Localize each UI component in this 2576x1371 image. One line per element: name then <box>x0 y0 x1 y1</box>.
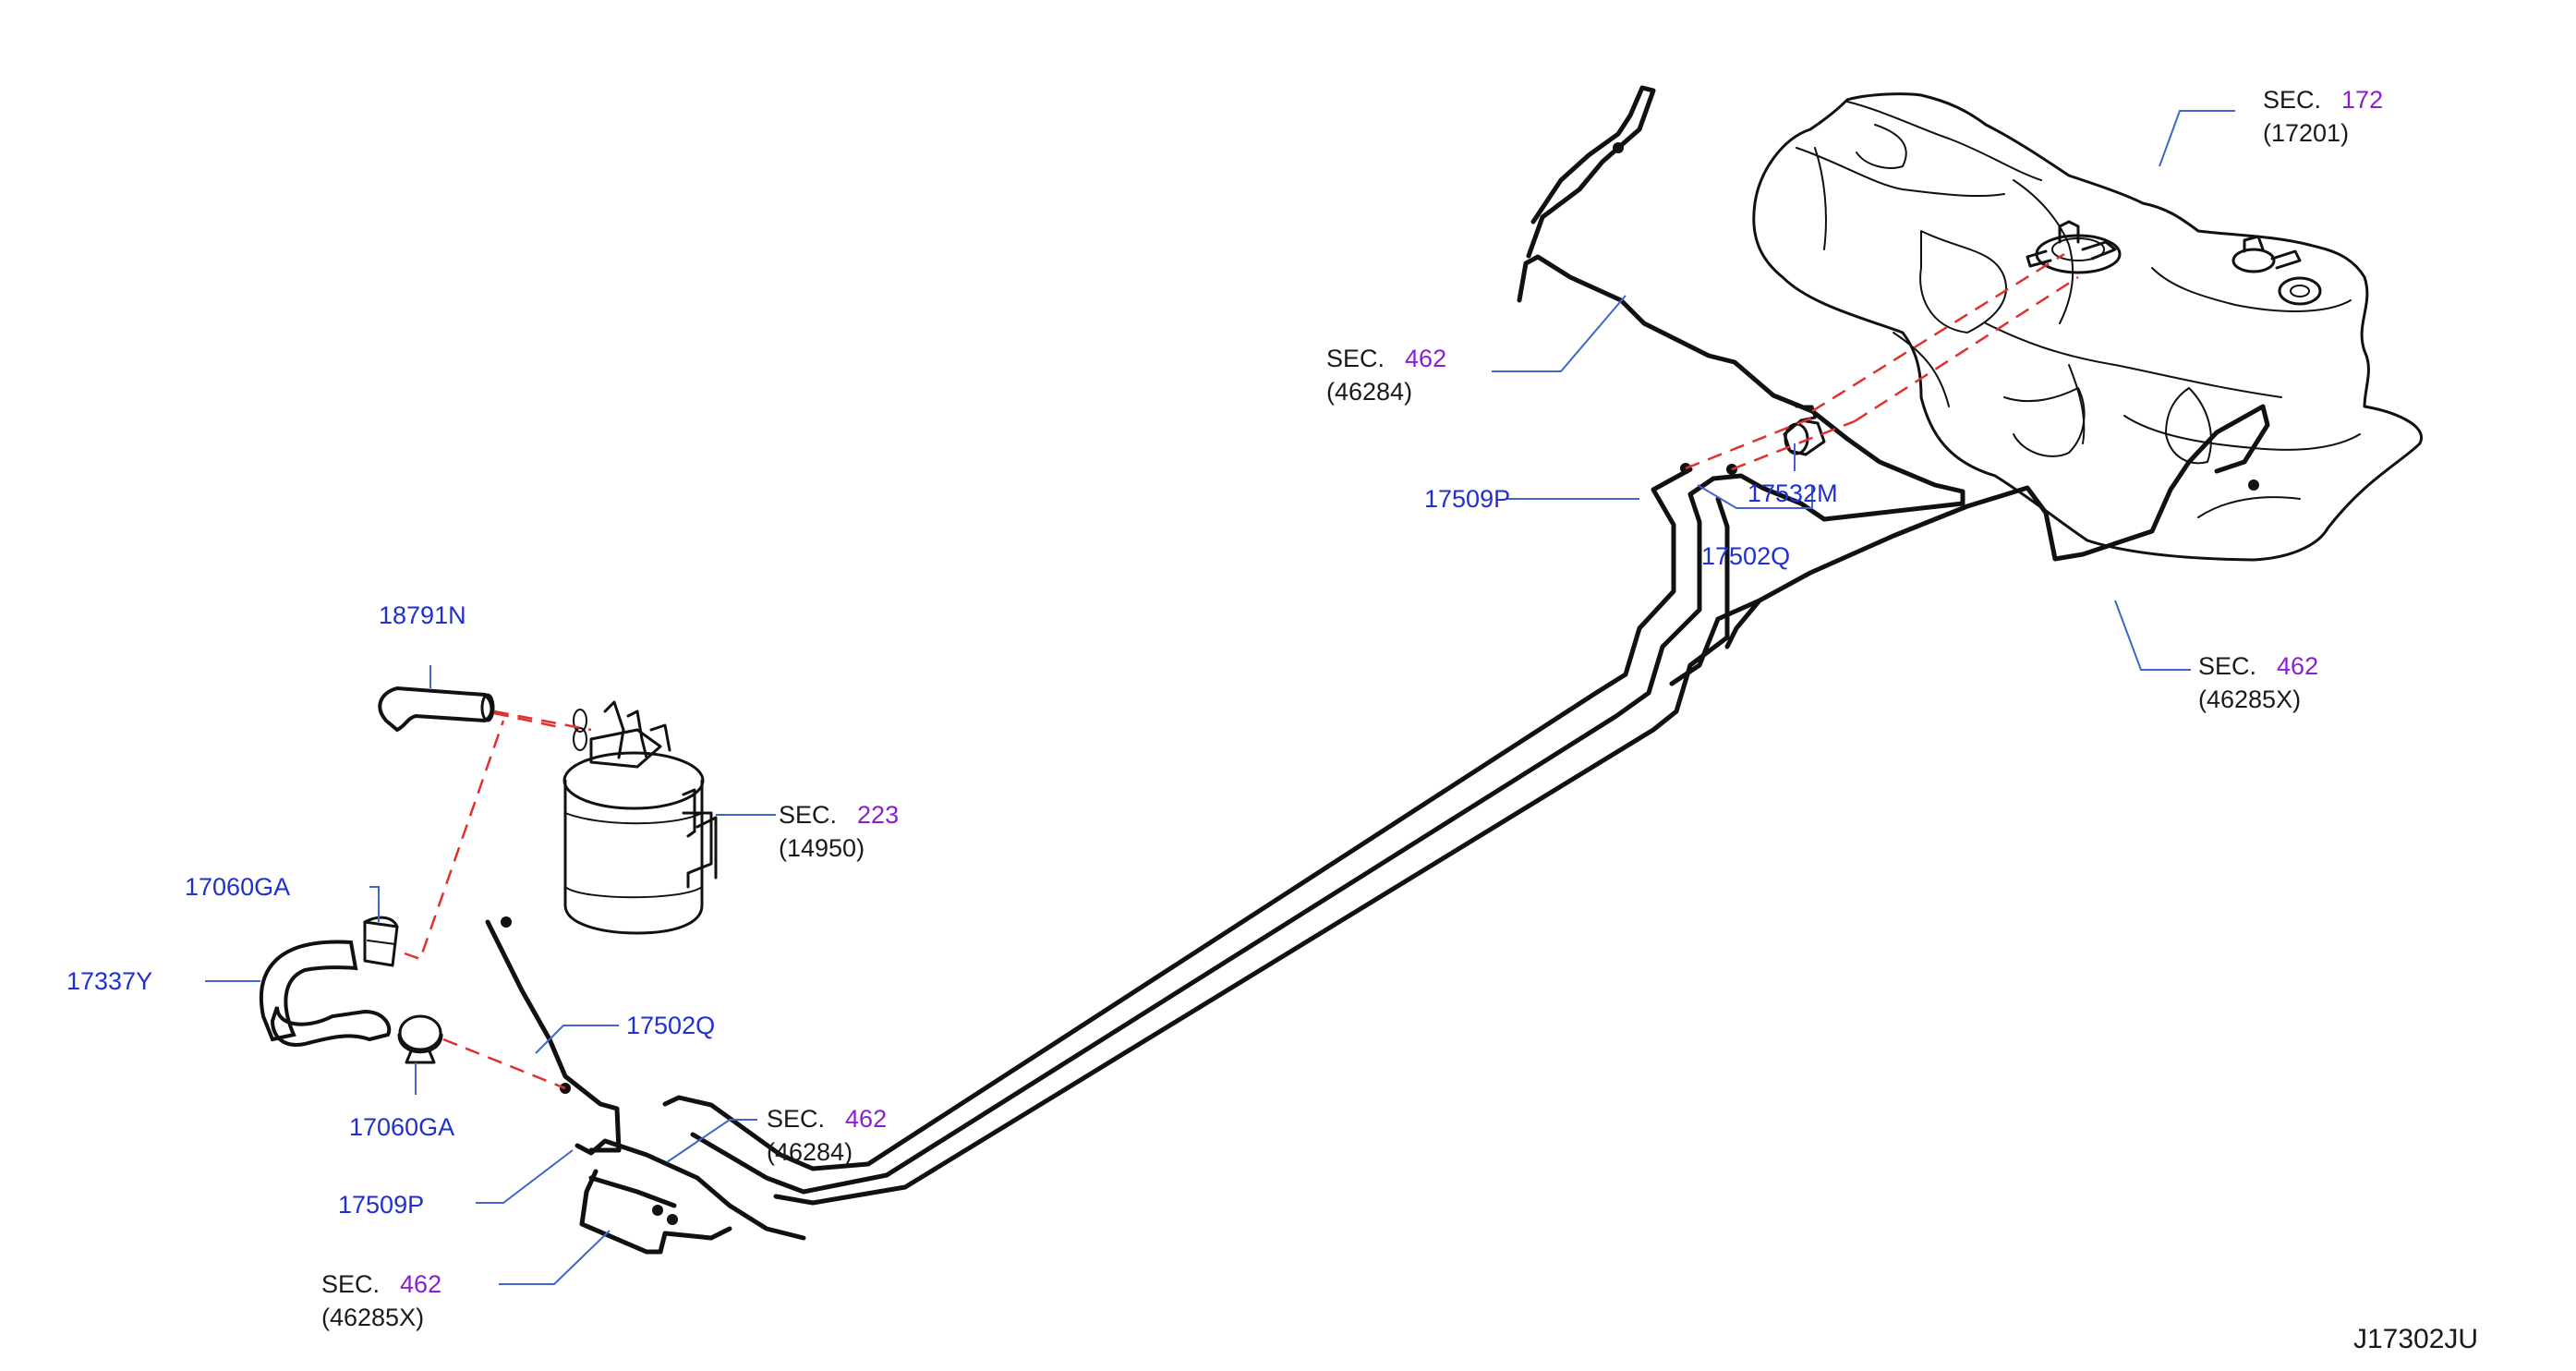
sec-462-bottom-a-label: SEC. 462 <box>767 1104 887 1134</box>
part-46284-top-label: (46284) <box>1326 378 1413 406</box>
part-18791N-label: 18791N <box>379 601 466 629</box>
upper-bracket-46284 <box>1517 85 1965 506</box>
part-17502Q-mid-label: 17502Q <box>626 1012 716 1039</box>
fuel-lines <box>662 463 1970 1206</box>
sender-port <box>2278 276 2322 306</box>
sec-462-tank-right-label: SEC. 462 <box>2198 651 2318 681</box>
sec-prefix: SEC. <box>1326 345 1385 372</box>
sec-prefix: SEC. <box>779 801 838 829</box>
part-17060GA-bottom-label: 17060GA <box>349 1113 455 1141</box>
pump-module <box>2026 220 2122 274</box>
part-17532M-label: 17532M <box>1748 479 1838 507</box>
clamp-17060GA-top <box>363 916 399 967</box>
leader-lines <box>205 110 2235 1285</box>
sec-number: 462 <box>400 1270 442 1298</box>
sec-number: 462 <box>1405 345 1447 372</box>
part-17509P-top-label: 17509P <box>1424 485 1511 513</box>
hose-17337Y <box>259 940 392 1047</box>
part-46285X-top-label: (46285X) <box>2198 686 2302 713</box>
sec-number: 462 <box>2277 652 2319 680</box>
sec-223-label: SEC. 223 <box>779 800 899 830</box>
sec-prefix: SEC. <box>2198 652 2257 680</box>
sec-prefix: SEC. <box>767 1105 826 1133</box>
part-17509P-bottom-label: 17509P <box>338 1191 425 1219</box>
sec-prefix: SEC. <box>2263 86 2322 114</box>
sec-number: 462 <box>845 1105 888 1133</box>
evap-canister <box>562 700 718 935</box>
fuel-tank <box>1752 92 2424 562</box>
diagram-id: J17302JU <box>2353 1324 2479 1354</box>
clamp-17060GA-bottom <box>397 1014 443 1064</box>
vent-valve <box>2231 235 2302 273</box>
sec-462-bottom-b-label: SEC. 462 <box>321 1269 441 1299</box>
dashed-guides <box>404 252 2079 1090</box>
part-46285X-bottom-label: (46285X) <box>321 1304 425 1331</box>
sec-number: 172 <box>2341 86 2384 114</box>
part-17502Q-top-label: 17502Q <box>1701 542 1791 570</box>
sec-prefix: SEC. <box>321 1270 381 1298</box>
part-46284-bottom-label: (46284) <box>767 1138 853 1166</box>
lower-brackets <box>485 916 806 1255</box>
rear-bracket-46285X <box>1965 404 2270 562</box>
hose-18791N <box>378 686 495 733</box>
part-17201-label: (17201) <box>2263 119 2350 147</box>
part-17337Y-label: 17337Y <box>67 967 153 995</box>
part-14950-label: (14950) <box>779 834 865 862</box>
part-17060GA-top-label: 17060GA <box>185 873 291 901</box>
sec-462-top-label: SEC. 462 <box>1326 344 1446 373</box>
sec-number: 223 <box>857 801 900 829</box>
sec-172-label: SEC. 172 <box>2263 85 2383 115</box>
